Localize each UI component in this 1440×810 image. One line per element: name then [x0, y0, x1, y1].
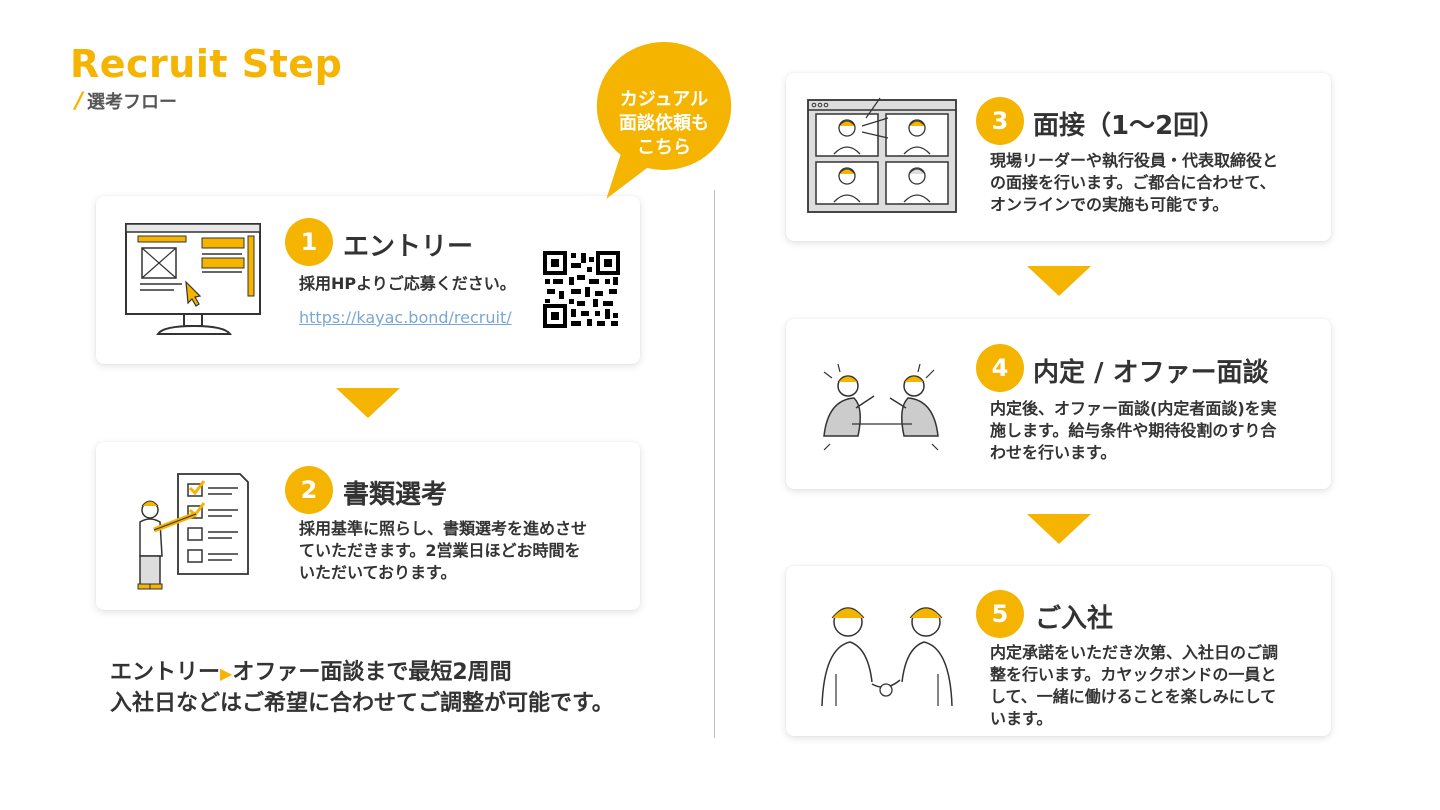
note-triangle-icon: ▶ — [220, 664, 233, 683]
flow-arrow-2 — [1027, 266, 1091, 296]
flow-arrow-3 — [1027, 514, 1091, 544]
desc-line: 内定承諾をいただき次第、入社日のご調 — [990, 643, 1279, 662]
page-subtitle: /選考フロー — [75, 88, 177, 114]
bubble-line-2: 面談依頼も — [619, 113, 709, 134]
step-number-2: 2 — [285, 466, 333, 514]
desc-line: 採用基準に照らし、書類選考を進めさせ — [299, 519, 588, 538]
monitor-illustration — [125, 223, 261, 335]
step-desc-joining: 内定承諾をいただき次第、入社日のご調 整を行います。カヤックボンドの一員と して… — [990, 642, 1278, 730]
bubble-text[interactable]: カジュアル 面談依頼も こちら — [580, 88, 748, 160]
bubble-line-1: カジュアル — [619, 89, 709, 110]
step-number-4: 4 — [976, 344, 1024, 392]
step-desc-interview: 現場リーダーや執行役員・代表取締役と の面接を行います。ご都合に合わせて、 オン… — [990, 150, 1278, 216]
qr-code-icon[interactable] — [543, 251, 620, 328]
step-title-offer: 内定 / オファー面談 — [1033, 358, 1269, 388]
subtitle-slash: / — [75, 89, 84, 114]
desc-line: の面接を行います。ご都合に合わせて、 — [990, 173, 1276, 192]
desc-line: います。 — [990, 709, 1053, 728]
page-title: Recruit Step — [70, 42, 343, 86]
note-part-2: オファー面談まで最短2周間 — [232, 660, 512, 685]
step-number-1: 1 — [285, 218, 333, 266]
desc-line: 施します。給与条件や期待役割のすり合 — [990, 421, 1277, 440]
bottom-note: エントリー▶オファー面談まで最短2周間 入社日などはご希望に合わせてご調整が可能… — [110, 658, 614, 719]
step-desc-entry: 採用HPよりご応募ください。 — [299, 274, 516, 293]
desc-line: ていただきます。2営業日ほどお時間を — [299, 541, 581, 560]
step-card-offer — [786, 319, 1331, 489]
note-part-1: エントリー — [110, 660, 221, 685]
desc-line: いただいております。 — [299, 563, 457, 582]
note-line-1: エントリー▶オファー面談まで最短2周間 — [110, 658, 614, 689]
desc-line: 現場リーダーや執行役員・代表取締役と — [990, 151, 1279, 170]
step-title-document-screening: 書類選考 — [343, 480, 448, 510]
step-desc-offer: 内定後、オファー面談(内定者面談)を実 施します。給与条件や期待役割のすり合 わ… — [990, 398, 1277, 464]
column-divider — [714, 190, 715, 738]
step-card-joining — [786, 566, 1331, 736]
step-title-joining: ご入社 — [1035, 604, 1114, 634]
step-number-5: 5 — [976, 590, 1024, 638]
step-number-3: 3 — [976, 97, 1024, 145]
desc-line: わせを行います。 — [990, 443, 1117, 462]
note-line-2: 入社日などはご希望に合わせてご調整が可能です。 — [110, 691, 614, 716]
desc-line: 整を行います。カヤックボンドの一員と — [990, 665, 1277, 684]
step-title-entry: エントリー — [343, 232, 474, 262]
casual-interview-bubble[interactable] — [580, 42, 748, 202]
step-desc-document-screening: 採用基準に照らし、書類選考を進めさせ ていただきます。2営業日ほどお時間を いた… — [299, 518, 587, 584]
subtitle-text: 選考フロー — [87, 92, 178, 113]
recruit-link[interactable]: https://kayac.bond/recruit/ — [299, 308, 512, 327]
desc-line: オンラインでの実施も可能です。 — [990, 195, 1229, 214]
online-meeting-illustration — [807, 97, 957, 213]
bubble-line-3: こちら — [637, 137, 691, 158]
offer-meeting-illustration — [823, 363, 939, 451]
desc-line: 内定後、オファー面談(内定者面談)を実 — [990, 399, 1277, 418]
desc-line: して、一緒に働けることを楽しみにして — [990, 687, 1277, 706]
document-check-illustration — [137, 473, 249, 590]
handshake-illustration — [821, 607, 953, 707]
flow-arrow-1 — [336, 388, 400, 418]
step-title-interview: 面接（1〜2回） — [1033, 111, 1226, 141]
